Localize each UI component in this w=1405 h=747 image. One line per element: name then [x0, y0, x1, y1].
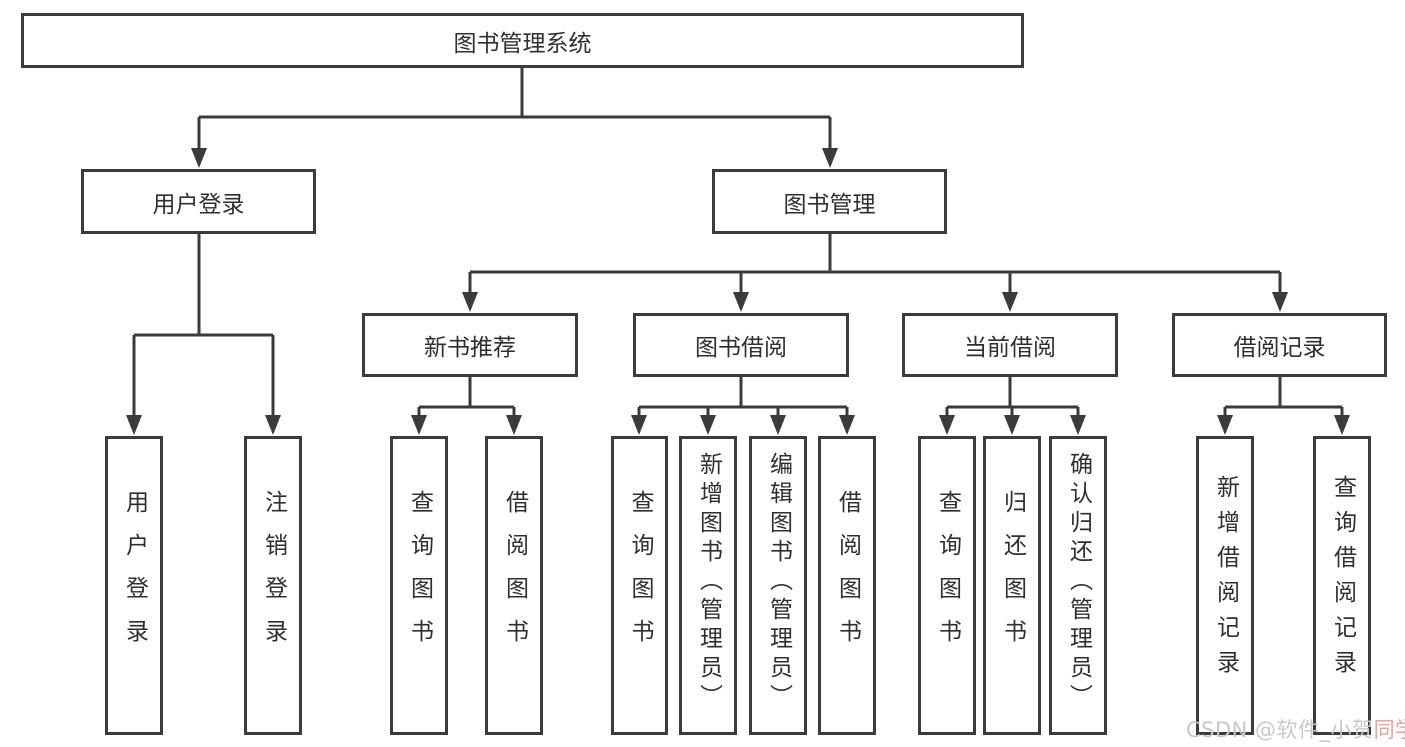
node-leaf-return-book: 归还图书: [983, 436, 1041, 735]
node-leaf-query-borrow-record-label: 查询借阅记录: [1329, 474, 1356, 685]
node-book-borrowing-label: 图书借阅: [695, 335, 787, 361]
node-new-book-recommend: 新书推荐: [362, 313, 578, 377]
node-leaf-borrow-book-2: 借阅图书: [818, 436, 876, 735]
node-leaf-edit-book-admin: 编辑图书（管理员）: [749, 436, 807, 735]
node-book-management: 图书管理: [712, 169, 947, 234]
node-leaf-borrow-book-1-label: 借阅图书: [501, 489, 528, 662]
node-leaf-add-book-admin-label: 新增图书（管理员）: [695, 452, 722, 713]
node-leaf-confirm-return-admin: 确认归还（管理员）: [1049, 436, 1107, 735]
csdn-watermark-text: CSDN @软件_小贺: [1186, 718, 1374, 742]
node-leaf-query-book-1: 查询图书: [390, 436, 448, 735]
node-leaf-query-book-2: 查询图书: [611, 436, 668, 735]
node-book-management-label: 图书管理: [783, 191, 876, 218]
node-borrowing-records: 借阅记录: [1172, 313, 1387, 377]
csdn-watermark-accent: 同学: [1373, 718, 1405, 742]
node-leaf-query-book-1-label: 查询图书: [406, 489, 433, 662]
arrowheads: [126, 148, 1350, 435]
node-leaf-user-login: 用户登录: [105, 436, 163, 735]
node-leaf-confirm-return-admin-label: 确认归还（管理员）: [1065, 452, 1092, 713]
node-leaf-add-borrow-record-label: 新增借阅记录: [1212, 474, 1239, 685]
node-root-label: 图书管理系统: [453, 30, 592, 57]
node-current-borrowing: 当前借阅: [902, 313, 1118, 377]
node-leaf-add-borrow-record: 新增借阅记录: [1196, 436, 1254, 735]
node-leaf-query-borrow-record: 查询借阅记录: [1313, 436, 1371, 735]
node-leaf-borrow-book-1: 借阅图书: [485, 436, 543, 735]
node-new-book-recommend-label: 新书推荐: [424, 335, 516, 361]
node-leaf-return-book-label: 归还图书: [999, 489, 1026, 662]
node-borrowing-records-label: 借阅记录: [1233, 335, 1326, 361]
node-leaf-edit-book-admin-label: 编辑图书（管理员）: [765, 452, 792, 713]
node-leaf-logout: 注销登录: [244, 436, 302, 735]
node-leaf-borrow-book-2-label: 借阅图书: [834, 489, 861, 662]
node-root: 图书管理系统: [21, 13, 1024, 68]
node-current-borrowing-label: 当前借阅: [964, 335, 1056, 361]
node-leaf-user-login-label: 用户登录: [121, 489, 148, 662]
node-leaf-query-book-2-label: 查询图书: [627, 489, 653, 662]
node-leaf-query-book-3-label: 查询图书: [934, 489, 961, 662]
node-leaf-query-book-3: 查询图书: [918, 436, 976, 735]
node-book-borrowing: 图书借阅: [633, 313, 849, 377]
node-leaf-logout-label: 注销登录: [260, 489, 287, 662]
node-user-login-label: 用户登录: [152, 191, 245, 218]
csdn-watermark: CSDN @软件_小贺同学: [1186, 714, 1405, 744]
node-leaf-add-book-admin: 新增图书（管理员）: [679, 436, 737, 735]
node-user-login: 用户登录: [81, 169, 316, 234]
